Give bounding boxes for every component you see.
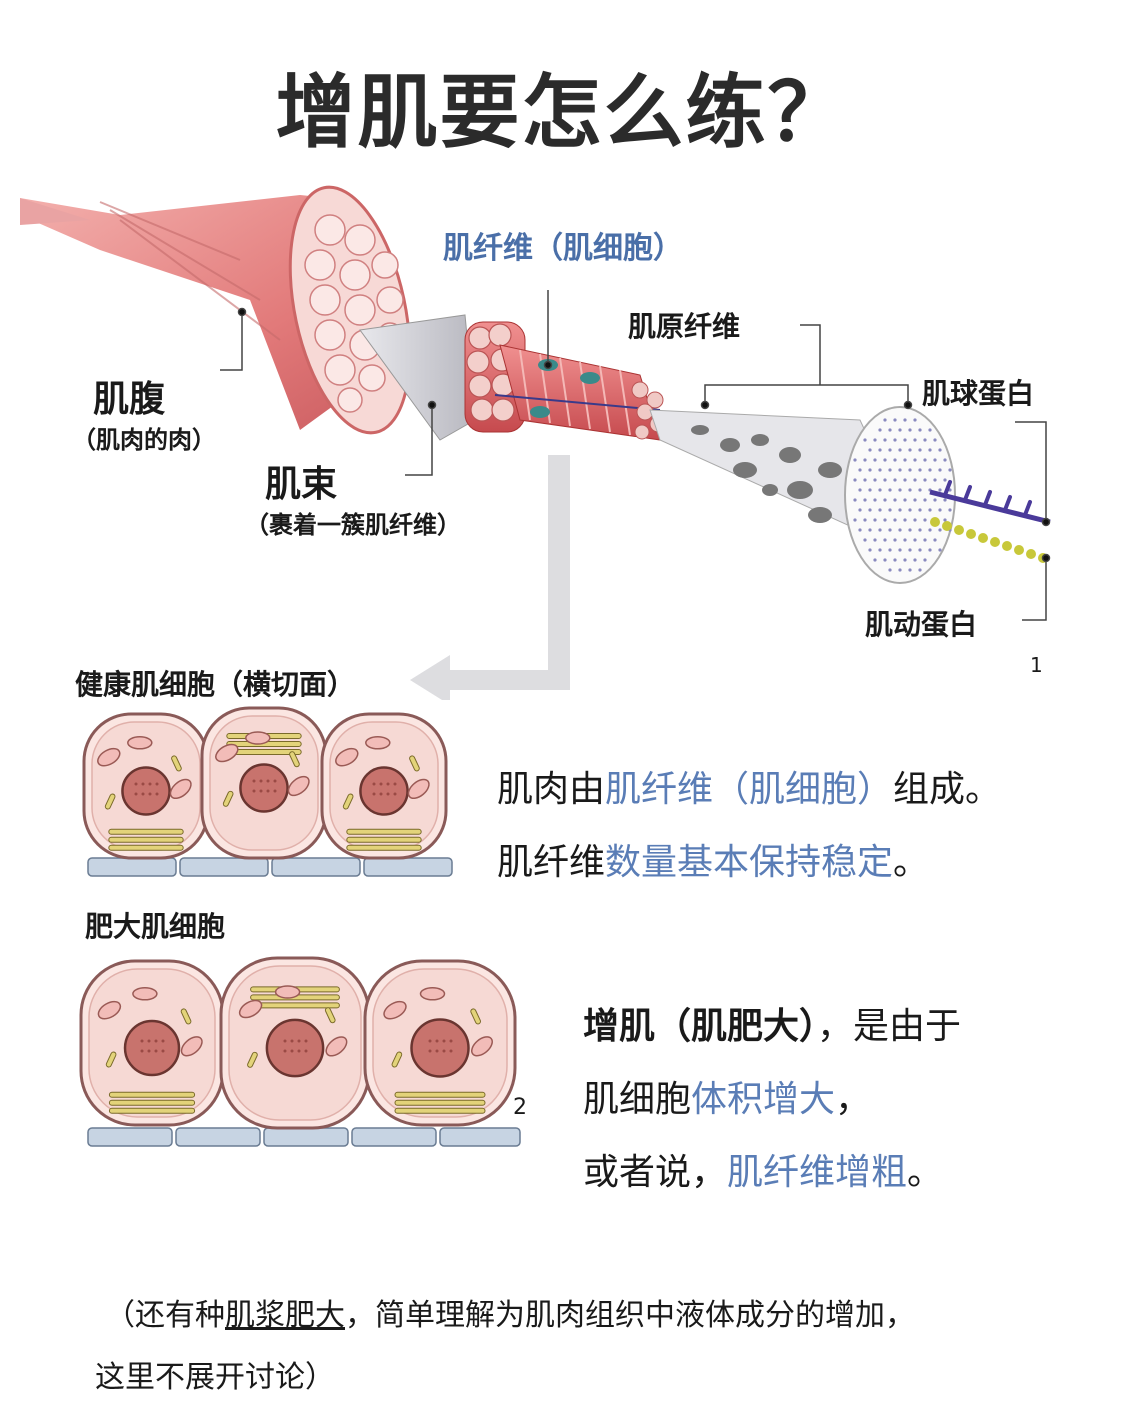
text-block-1-line-1: 肌肉由肌纤维（肌细胞）组成。 — [497, 760, 1001, 812]
label-muscle-belly: 肌腹 — [93, 379, 166, 420]
muscle-belly-shape — [20, 185, 412, 435]
muscle-cell — [320, 712, 448, 860]
label-muscle-belly-note: （肌肉的肉） — [72, 426, 216, 454]
text-plain: （还有种 — [105, 1298, 225, 1333]
myofibril-shape — [649, 406, 956, 584]
down-left-arrow — [410, 455, 570, 700]
muscle-cell — [82, 712, 210, 860]
label-myosin: 肌球蛋白 — [922, 377, 1035, 410]
muscle-cell — [200, 706, 328, 860]
label-healthy-cells: 健康肌细胞（横切面） — [75, 668, 356, 701]
label-fascicle: 肌束 — [265, 464, 338, 505]
muscle-fiber-shape — [494, 344, 667, 441]
label-fascicle-note: （裹着一簇肌纤维） — [245, 511, 461, 539]
label-actin: 肌动蛋白 — [865, 608, 978, 641]
leader-lines — [220, 290, 1051, 621]
text-bold: 增肌（肌肥大） — [583, 1006, 818, 1047]
text-plain: ，是由于 — [817, 1006, 962, 1047]
text-highlight: 体积增大 — [691, 1079, 836, 1120]
text-underlined: 肌浆肥大 — [225, 1298, 345, 1333]
text-plain: 组成。 — [893, 769, 1002, 810]
text-plain: 肌肉由 — [497, 769, 606, 810]
label-muscle-fiber: 肌纤维（肌细胞） — [443, 231, 683, 266]
text-plain: ，简单理解为肌肉组织中液体成分的增加， — [345, 1298, 915, 1333]
text-block-2-line-1: 增肌（肌肥大），是由于 — [583, 997, 961, 1049]
muscle-cell — [79, 959, 225, 1127]
text-plain: 或者说， — [583, 1152, 728, 1193]
text-plain: 肌纤维 — [497, 842, 606, 883]
fascicle-shape — [359, 314, 526, 441]
text-plain: 。 — [893, 842, 930, 883]
muscle-cell — [219, 956, 371, 1130]
page-title: 增肌要怎么练？ — [275, 66, 850, 159]
text-plain: 。 — [907, 1152, 944, 1193]
text-plain: 肌细胞 — [583, 1079, 692, 1120]
figure-number-1: 1 — [1030, 653, 1043, 677]
footnote-line-1: （还有种肌浆肥大，简单理解为肌肉组织中液体成分的增加， — [105, 1290, 915, 1334]
muscle-anatomy-diagram — [20, 185, 1051, 700]
footnote-line-2: 这里不展开讨论） — [95, 1360, 335, 1395]
text-highlight: 肌纤维（肌细胞） — [605, 769, 894, 810]
text-plain: ， — [835, 1079, 872, 1120]
label-myofibril: 肌原纤维 — [628, 310, 741, 343]
myosin-filament — [929, 480, 1051, 525]
muscle-cell — [363, 959, 517, 1127]
text-highlight: 数量基本保持稳定 — [605, 842, 894, 883]
label-hypertrophy-cells: 肥大肌细胞 — [85, 910, 226, 943]
text-block-1-line-2: 肌纤维数量基本保持稳定。 — [497, 833, 929, 885]
text-highlight: 肌纤维增粗 — [727, 1152, 908, 1193]
text-block-2-line-3: 或者说，肌纤维增粗。 — [583, 1143, 943, 1195]
text-block-2-line-2: 肌细胞体积增大， — [583, 1070, 871, 1122]
figure-number-2: 2 — [513, 1095, 527, 1120]
